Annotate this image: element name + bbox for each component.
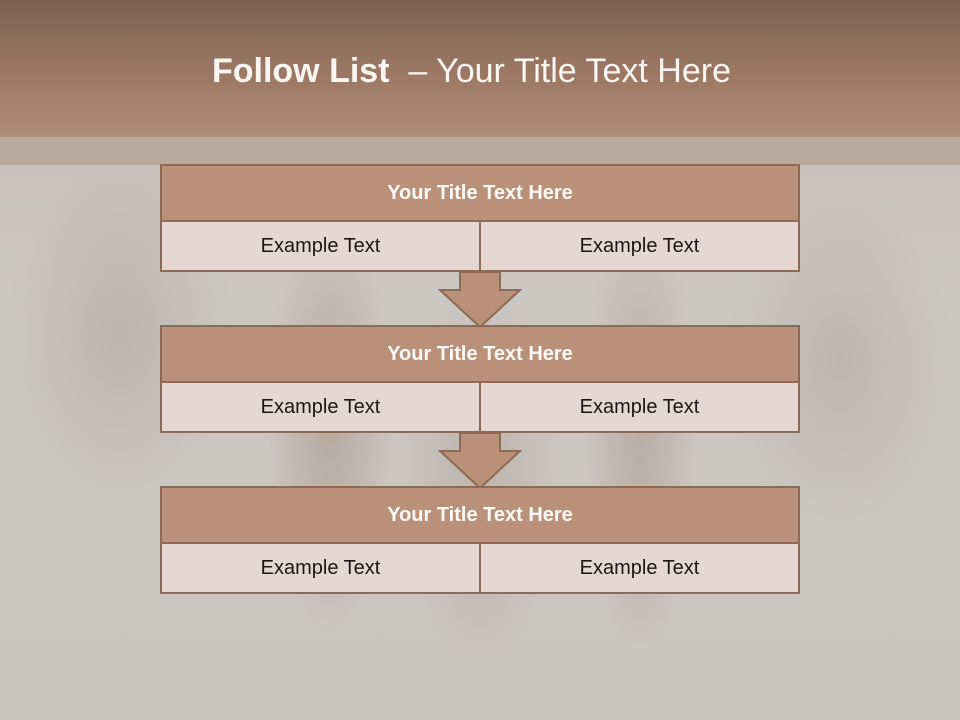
slide-title-bold: Follow List (211, 52, 390, 90)
block-cell: Example Text (479, 383, 798, 431)
block-cell: Example Text (162, 544, 479, 592)
block-cell: Example Text (479, 222, 798, 270)
list-block-2: Your Title Text Here Example Text Exampl… (160, 325, 800, 433)
title-bar-band (0, 137, 960, 165)
down-arrow-icon (438, 432, 522, 490)
block-row: Example Text Example Text (162, 383, 798, 431)
block-row: Example Text Example Text (162, 544, 798, 592)
block-row: Example Text Example Text (162, 222, 798, 270)
list-block-3: Your Title Text Here Example Text Exampl… (160, 486, 800, 594)
slide-title: Follow List – Your Title Text Here (0, 52, 943, 91)
block-title: Your Title Text Here (162, 488, 798, 544)
block-title: Your Title Text Here (162, 327, 798, 383)
block-cell: Example Text (162, 222, 479, 270)
list-block-1: Your Title Text Here Example Text Exampl… (160, 164, 800, 272)
title-bar (0, 0, 960, 137)
block-cell: Example Text (162, 383, 479, 431)
block-cell: Example Text (479, 544, 798, 592)
block-title: Your Title Text Here (162, 166, 798, 222)
slide-title-rest: – Your Title Text Here (389, 52, 731, 90)
down-arrow-icon (438, 271, 522, 329)
